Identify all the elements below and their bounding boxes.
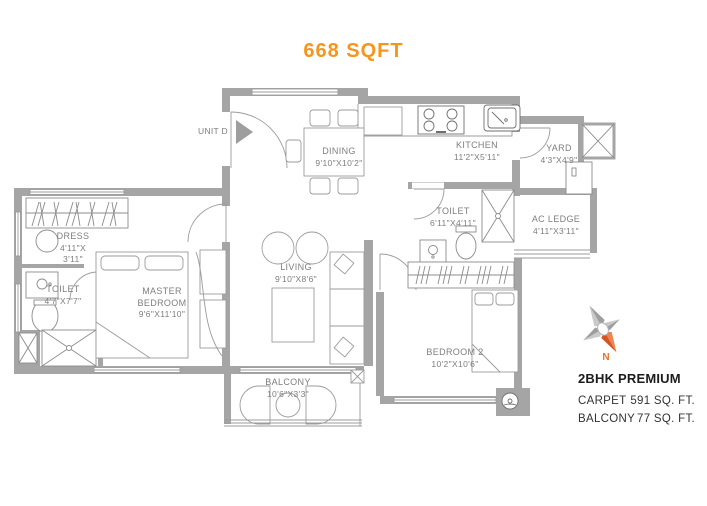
curtain	[195, 251, 223, 357]
ac-ledge-railing	[514, 249, 590, 259]
room-label-dress: DRESS 4'11"X 3'11"	[56, 231, 90, 264]
room-label-dining: DINING 9'10"X10'2"	[315, 146, 363, 168]
entrance-label: UNIT D	[198, 126, 228, 136]
round-chair	[295, 231, 329, 265]
legend-label: CARPET	[578, 395, 627, 407]
room-label-toilet-common: TOILET 6'11"X4'11"	[430, 206, 476, 228]
legend-value: 591 SQ. FT.	[630, 395, 695, 407]
legend-row-balcony: BALCONY 77 SQ. FT.	[578, 413, 695, 425]
room-label-ac-ledge: AC LEDGE 4'11"X3'11"	[531, 214, 581, 236]
unit-type-heading: 2BHK PREMIUM	[578, 371, 681, 386]
legend-label: BALCONY	[578, 413, 636, 425]
balcony-chair	[305, 385, 337, 425]
legend-value: 77 SQ. FT.	[637, 413, 695, 425]
shaft-box	[350, 369, 365, 384]
page-title: 668 SQFT	[303, 40, 404, 62]
balcony-railing	[224, 366, 362, 427]
master-bed	[95, 249, 227, 359]
balcony-chair	[239, 385, 271, 425]
bedroom2-wardrobe	[407, 261, 515, 289]
compass-north-label: N	[602, 352, 610, 363]
room-label-kitchen: KITCHEN 11'2"X5'11"	[454, 140, 500, 162]
shaft-box	[18, 332, 38, 364]
washbasin-icon	[25, 271, 59, 299]
toilet1-fixtures	[18, 271, 97, 367]
wardrobe	[199, 299, 227, 349]
toilet2-fixtures	[419, 189, 515, 263]
living-furniture	[261, 231, 365, 365]
dining-table-set	[285, 109, 365, 195]
center-table	[271, 287, 315, 343]
wc-icon	[455, 225, 477, 260]
room-label-bedroom2: BEDROOM 2 10'2"X10'6"	[426, 347, 484, 369]
fan-icon	[501, 392, 519, 410]
kitchen-counter	[357, 104, 521, 137]
legend-row-carpet: CARPET 591 SQ. FT.	[578, 395, 695, 407]
sink-icon	[483, 104, 521, 132]
round-chair	[261, 231, 295, 265]
balcony-table	[275, 392, 301, 418]
room-label-balcony: BALCONY 10'6"X3'3"	[265, 377, 311, 399]
unit-legend: 2BHK PREMIUM CARPET 591 SQ. FT. BALCONY …	[578, 371, 695, 425]
service-shafts	[565, 122, 616, 195]
wardrobe	[199, 249, 227, 295]
balcony-furniture	[224, 366, 365, 427]
dress-wardrobe	[25, 197, 129, 253]
sofa	[329, 251, 365, 365]
room-label-yard: YARD 4'3"X4'9"	[540, 143, 578, 165]
doors	[69, 111, 551, 301]
room-label-living: LIVING 9'10"X8'6"	[274, 262, 318, 284]
dress-stool	[35, 229, 59, 253]
room-label-toilet-master: TOILET 4'7"X7'7"	[44, 284, 82, 306]
stove-icon	[417, 105, 465, 135]
compass-icon	[583, 305, 620, 353]
shower-area	[41, 329, 97, 367]
room-label-master-bedroom: MASTER BEDROOM 9'6"X11'10"	[137, 286, 187, 320]
entrance-arrow-icon	[236, 120, 253, 144]
shower-area	[481, 189, 515, 243]
washbasin-icon	[419, 239, 447, 263]
bedroom2-bed	[471, 289, 519, 410]
